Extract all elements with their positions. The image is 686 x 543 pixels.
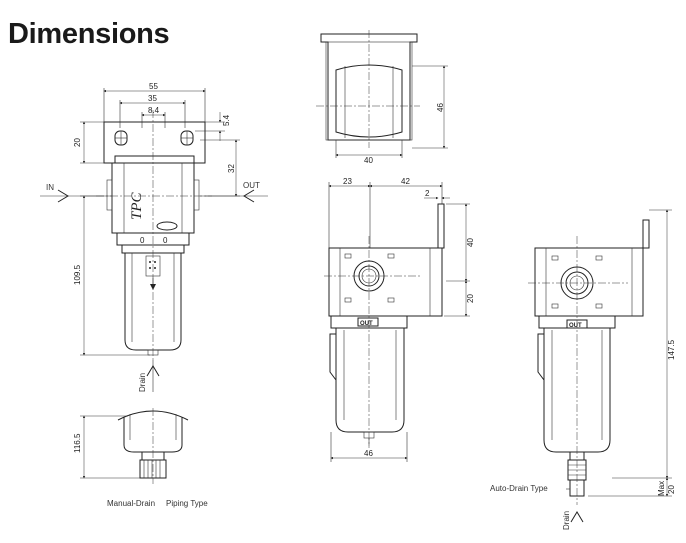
- dim-40-side: 40: [466, 238, 475, 247]
- dim-20-left: 20: [73, 138, 82, 147]
- dim-109-5: 109.5: [73, 264, 82, 285]
- side-view: 23 42 2 40 20 OUT: [324, 177, 475, 462]
- in-label: IN: [46, 183, 54, 192]
- dim-116-5: 116.5: [73, 433, 82, 453]
- side-view-auto-drain: OUT 147.5 Max 20 Auto-Drain Type Drain: [490, 209, 676, 530]
- drain-label-auto: Drain: [562, 511, 571, 530]
- caption-piping-type: Piping Type: [166, 499, 208, 508]
- dim-35: 35: [148, 94, 157, 103]
- svg-text:0: 0: [140, 236, 145, 245]
- dim-32: 32: [227, 164, 236, 173]
- dim-40-top: 40: [364, 156, 373, 165]
- piping-type-view: 116.5 Manual-Drain Piping Type: [73, 408, 208, 508]
- caption-manual-drain: Manual-Drain: [107, 499, 155, 508]
- dim-55: 55: [149, 82, 158, 91]
- front-view-manual-drain: TPC 0 0 IN OUT Drain 55 35: [40, 82, 268, 392]
- dim-5-4: 5.4: [222, 114, 231, 126]
- svg-text:0: 0: [163, 236, 168, 245]
- dim-42: 42: [401, 177, 410, 186]
- dim-46-side: 46: [364, 449, 373, 458]
- caption-auto-drain: Auto-Drain Type: [490, 484, 548, 493]
- out-mark-auto: OUT: [569, 323, 582, 329]
- dim-20-auto: 20: [667, 485, 676, 494]
- dim-23: 23: [343, 177, 352, 186]
- dim-147-5: 147.5: [667, 339, 676, 360]
- drain-label: Drain: [138, 373, 147, 392]
- dim-46-top: 46: [436, 103, 445, 112]
- top-view: 46 40: [316, 30, 448, 165]
- brand-logo: TPC: [129, 191, 145, 220]
- dim-max-label: Max: [657, 481, 666, 496]
- page-title: Dimensions: [8, 18, 170, 50]
- dim-20-side: 20: [466, 294, 475, 303]
- out-mark-side: OUT: [360, 321, 373, 327]
- out-label: OUT: [243, 181, 260, 190]
- dim-8-4: 8.4: [148, 106, 160, 115]
- dim-2: 2: [425, 189, 430, 198]
